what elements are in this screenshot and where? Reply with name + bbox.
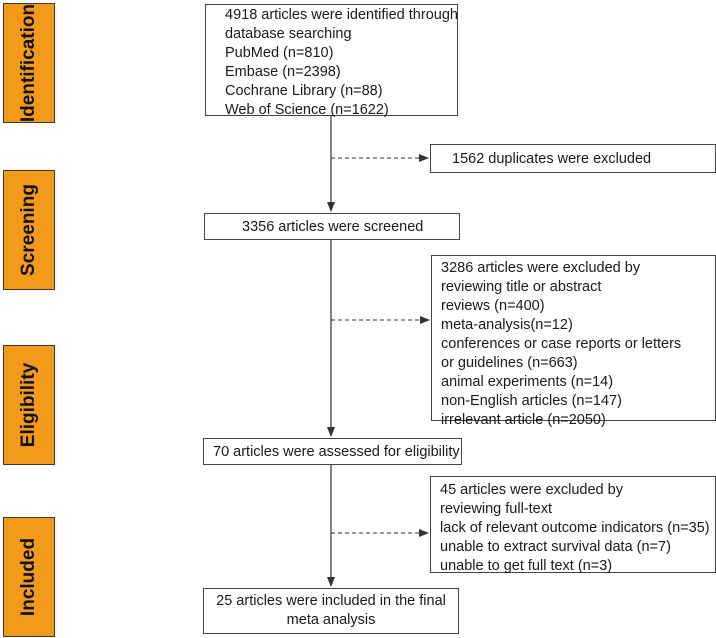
- excluded-full-text-line: unable to extract survival data (n=7): [440, 539, 671, 555]
- identification-line: 4918 articles were identified through: [225, 7, 458, 23]
- phase-eligibility: Eligibility: [3, 345, 55, 465]
- included-line: 25 articles were included in the final: [216, 593, 446, 609]
- excluded-title-abstract-line: 3286 articles were excluded by: [441, 260, 641, 276]
- identification-box: 4918 articles were identified through da…: [205, 4, 458, 118]
- identification-line: database searching: [225, 26, 352, 42]
- excluded-title-abstract-line: reviewing title or abstract: [441, 279, 602, 295]
- excluded-title-abstract-line: or guidelines (n=663): [441, 355, 578, 371]
- excluded-title-abstract-line: meta-analysis(n=12): [441, 317, 573, 333]
- duplicates-text: 1562 duplicates were excluded: [452, 151, 652, 167]
- phase-included: Included: [3, 517, 55, 637]
- phase-identification: Identification: [3, 3, 55, 123]
- eligibility-text: 70 articles were assessed for eligibilit…: [213, 444, 460, 460]
- excluded-title-abstract-line: non-English articles (n=147): [441, 393, 622, 409]
- screened-text: 3356 articles were screened: [242, 219, 424, 235]
- excluded-full-text-box: 45 articles were excluded by reviewing f…: [430, 476, 716, 574]
- identification-line: Embase (n=2398): [225, 64, 341, 80]
- excluded-full-text-line: 45 articles were excluded by: [440, 482, 623, 498]
- excluded-full-text-line: reviewing full-text: [440, 501, 553, 517]
- identification-line: Web of Science (n=1622): [225, 102, 389, 118]
- included-line: meta analysis: [286, 612, 376, 628]
- excluded-full-text-line: unable to get full text (n=3): [440, 558, 613, 574]
- screened-box: 3356 articles were screened: [204, 213, 460, 240]
- excluded-title-abstract-line: irrelevant article (n=2050): [441, 412, 606, 428]
- included-box: 25 articles were included in the final m…: [203, 588, 459, 634]
- identification-line: PubMed (n=810): [225, 45, 334, 61]
- eligibility-box: 70 articles were assessed for eligibilit…: [203, 438, 462, 465]
- excluded-full-text-line: lack of relevant outcome indicators (n=3…: [440, 520, 710, 536]
- excluded-title-abstract-line: reviews (n=400): [441, 298, 545, 314]
- excluded-title-abstract-line: animal experiments (n=14): [441, 374, 614, 390]
- identification-line: Cochrane Library (n=88): [225, 83, 383, 99]
- duplicates-box: 1562 duplicates were excluded: [430, 144, 716, 173]
- excluded-title-abstract-box: 3286 articles were excluded by reviewing…: [431, 255, 716, 428]
- phase-screening: Screening: [3, 170, 55, 290]
- excluded-title-abstract-line: conferences or case reports or letters: [441, 336, 682, 352]
